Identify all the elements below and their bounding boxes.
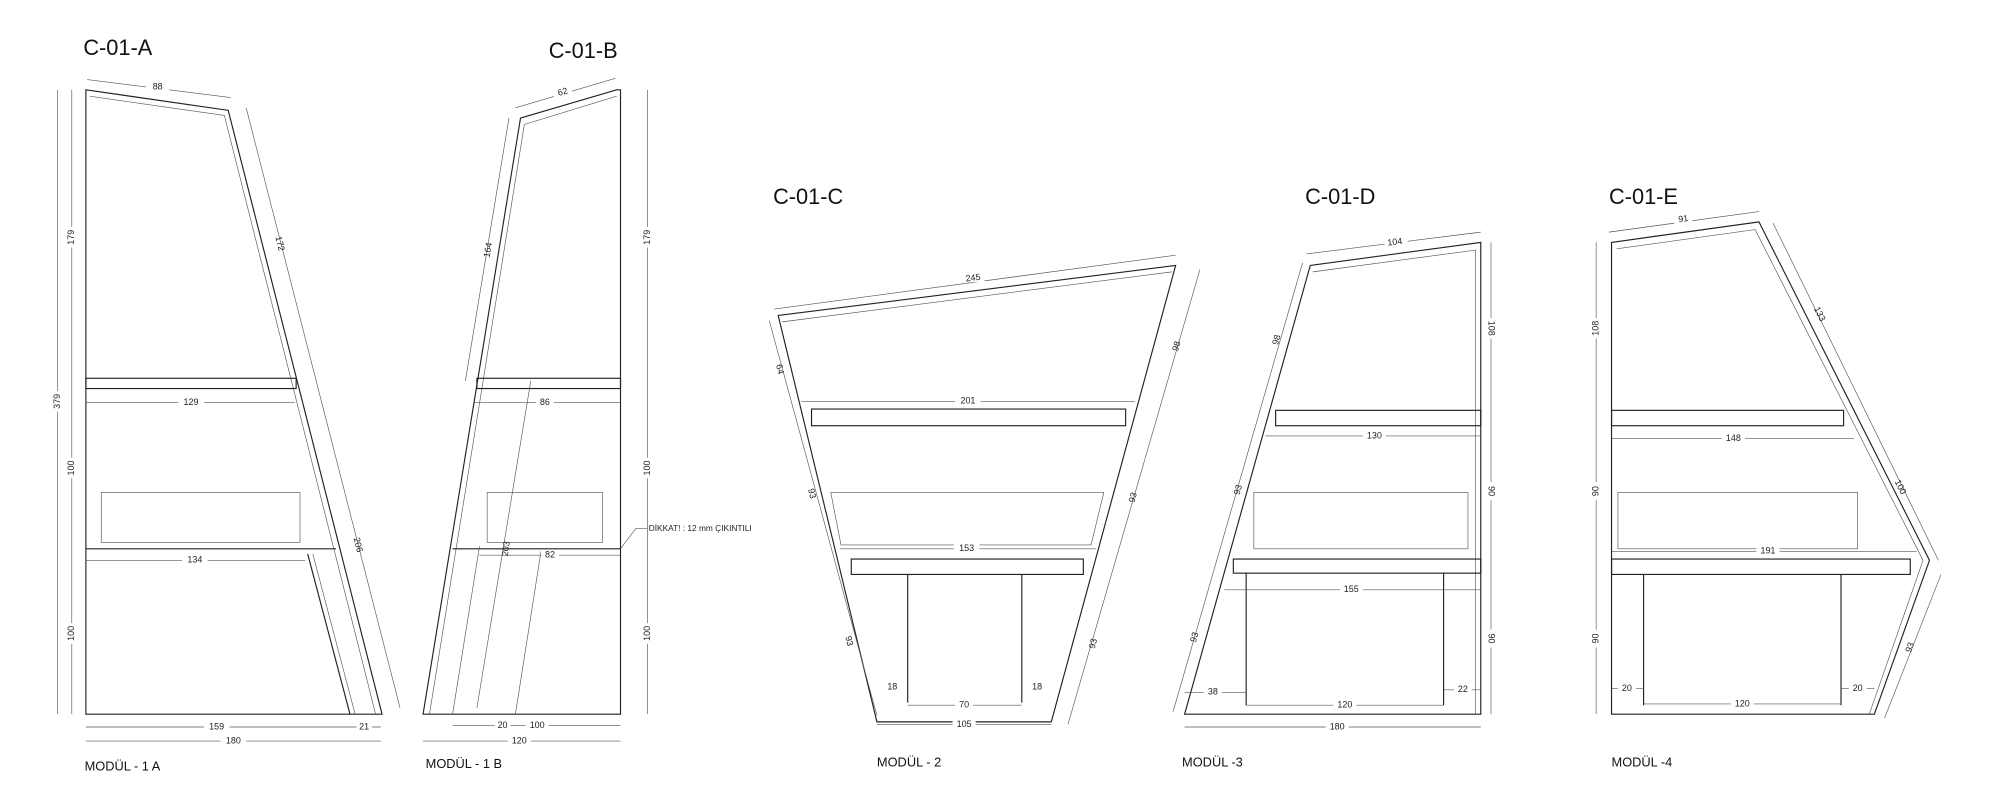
dim-text: 120: [512, 735, 527, 745]
dim-text: 64: [774, 363, 786, 375]
module-b-shelf: [476, 377, 622, 390]
dim-text: 172: [273, 235, 286, 252]
dim-text: 148: [1726, 433, 1741, 443]
dim-text: 134: [187, 555, 202, 565]
dim-text: 180: [226, 735, 241, 745]
dim-text: 203: [500, 541, 512, 557]
module-b: C-01-B 62 164 203 179 100 100 86 82 20 1…: [422, 38, 752, 771]
module-c-panel: [830, 492, 1105, 546]
dim-text: 20: [1853, 683, 1863, 693]
dim-text: 100: [530, 720, 545, 730]
module-c-title: C-01-C: [773, 184, 843, 209]
dim-text: 153: [959, 543, 974, 553]
dim-text: 38: [1208, 687, 1218, 697]
dim-text: 180: [1330, 721, 1345, 731]
dim-text: 90: [1487, 634, 1497, 644]
module-e: C-01-E 91 133 100 93 108 90 90 148 191 2…: [1591, 184, 1942, 770]
dim-text: 179: [66, 230, 76, 245]
warning-note: DİKKAT! : 12 mm ÇIKINTILI: [649, 523, 752, 533]
module-a-title: C-01-A: [83, 35, 152, 60]
dim-text: 90: [1591, 634, 1601, 644]
dim-text: 93: [1903, 641, 1916, 654]
dim-text: 93: [1232, 483, 1244, 495]
module-d-title: C-01-D: [1305, 184, 1375, 209]
module-e-title: C-01-E: [1609, 184, 1678, 209]
dim-text: 70: [959, 700, 969, 710]
dim-text: 120: [1337, 700, 1352, 710]
dim-text: 100: [66, 626, 76, 641]
dim-text: 201: [960, 396, 975, 406]
dim-text: 100: [642, 461, 652, 476]
dim-text: 21: [359, 721, 369, 731]
module-c: C-01-C 245 64 93 93 98 93 93 201 153 18 …: [768, 184, 1201, 770]
dim-text: 93: [806, 487, 818, 499]
module-d-outline: [1183, 241, 1482, 715]
note-leader: [620, 527, 648, 549]
dim-text: 90: [1487, 486, 1497, 496]
dim-text: 91: [1678, 213, 1689, 224]
dim-text: 93: [843, 635, 855, 647]
dim-text: 120: [1735, 698, 1750, 708]
dim-text: 93: [1127, 491, 1139, 503]
module-d-panel: [1253, 492, 1469, 550]
dim-text: 155: [1344, 584, 1359, 594]
dim-text: 93: [1087, 637, 1099, 649]
dim-text: 245: [965, 272, 981, 284]
module-c-label: MODÜL - 2: [877, 755, 941, 770]
module-b-outline: [422, 89, 622, 715]
module-b-panel: [486, 492, 603, 543]
module-b-title: C-01-B: [549, 38, 618, 63]
module-a-shelf: [85, 377, 297, 390]
module-c-shelf: [810, 408, 1127, 427]
module-e-outline: [1610, 221, 1931, 715]
dim-text: 62: [556, 86, 568, 98]
dim-text: 130: [1367, 430, 1382, 440]
module-d-counter: [1232, 558, 1482, 574]
dim-text: 191: [1760, 546, 1775, 556]
dim-text: 379: [52, 394, 62, 409]
module-a-label: MODÜL - 1 A: [85, 759, 161, 774]
dim-text: 93: [1188, 631, 1200, 643]
module-d-label: MODÜL -3: [1182, 755, 1243, 770]
dim-text: 86: [540, 397, 550, 407]
module-d: C-01-D 104 98 93 93 108 90 90 130 155 38: [1172, 184, 1497, 770]
module-e-panel: [1617, 492, 1859, 550]
dim-text: 133: [1812, 305, 1828, 323]
dim-text: 104: [1387, 236, 1403, 248]
dim-text: 20: [498, 720, 508, 730]
dim-text: 100: [66, 461, 76, 476]
dim-text: 206: [352, 536, 365, 553]
dim-text: 90: [1591, 486, 1601, 496]
dim-text: 105: [957, 719, 972, 729]
module-a: C-01-A 88 172 206 379 179 100 100 129 13…: [52, 35, 401, 774]
dim-text: 98: [1270, 333, 1282, 345]
module-d-shelf: [1275, 409, 1482, 427]
module-b-label: MODÜL - 1 B: [426, 756, 502, 771]
module-e-counter: [1610, 558, 1911, 576]
dim-text: 129: [184, 397, 199, 407]
dim-text: 179: [642, 230, 652, 245]
module-e-label: MODÜL -4: [1612, 755, 1673, 770]
dim-text: 159: [209, 721, 224, 731]
dim-text: 88: [153, 82, 163, 92]
module-c-counter: [850, 558, 1084, 576]
module-a-outline: [85, 89, 383, 715]
module-e-shelf: [1610, 409, 1845, 427]
dim-text: 22: [1458, 684, 1468, 694]
dim-text: 100: [642, 626, 652, 641]
dim-text: 108: [1591, 321, 1601, 336]
dim-text: 108: [1487, 321, 1497, 336]
dim-text: 82: [545, 550, 555, 560]
dim-text: 18: [1032, 682, 1042, 692]
module-a-panel: [100, 492, 301, 543]
dim-text: 98: [1170, 340, 1182, 352]
module-c-outline: [777, 264, 1177, 723]
dim-text: 20: [1622, 683, 1632, 693]
dim-text: 164: [482, 242, 494, 258]
dim-text: 18: [887, 682, 897, 692]
